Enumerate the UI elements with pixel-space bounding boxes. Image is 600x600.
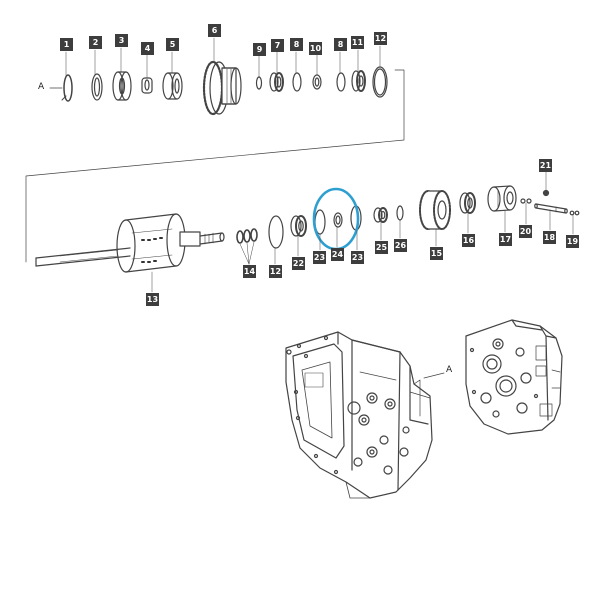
part-6-gear[interactable] — [204, 62, 241, 114]
callout-11[interactable]: 11 — [351, 36, 364, 49]
part-12-ring-middle[interactable] — [269, 216, 283, 248]
part-2-washer[interactable] — [92, 74, 102, 100]
callout-16[interactable]: 16 — [462, 234, 475, 247]
connector-line-housing — [424, 373, 444, 378]
part-9-ring[interactable] — [257, 77, 262, 89]
callout-8-top-left[interactable]: 8 — [290, 38, 303, 51]
connector-letter-housing: A — [446, 365, 453, 375]
connector-letter-top: A — [38, 82, 45, 92]
callout-3[interactable]: 3 — [115, 34, 128, 47]
callout-23-left[interactable]: 23 — [313, 251, 326, 264]
part-24-bushing[interactable] — [334, 213, 342, 227]
part-1-circlip[interactable] — [62, 75, 72, 101]
part-5-bearing[interactable] — [163, 73, 182, 99]
callout-24[interactable]: 24 — [331, 248, 344, 261]
part-8-circlip-b[interactable] — [337, 73, 345, 91]
callout-12-top[interactable]: 12 — [374, 32, 387, 45]
front-cover-plate[interactable] — [466, 320, 562, 434]
part-15-gear[interactable] — [420, 191, 450, 229]
part-16-bearing[interactable] — [460, 193, 475, 213]
part-22-bearing[interactable] — [291, 216, 306, 236]
callout-5[interactable]: 5 — [166, 38, 179, 51]
part-10-bushing[interactable] — [313, 75, 321, 89]
part-18-pin[interactable] — [535, 204, 567, 213]
part-19-rings[interactable] — [570, 211, 579, 215]
callout-12-middle[interactable]: 12 — [269, 265, 282, 278]
assembly-frame-line — [26, 70, 404, 262]
callout-18[interactable]: 18 — [543, 231, 556, 244]
part-3-bearing[interactable] — [113, 72, 131, 100]
part-11-bearing[interactable] — [352, 71, 365, 91]
callout-15[interactable]: 15 — [430, 247, 443, 260]
callout-4[interactable]: 4 — [141, 42, 154, 55]
callout-10[interactable]: 10 — [309, 42, 322, 55]
callout-2[interactable]: 2 — [89, 36, 102, 49]
part-17-coupling[interactable] — [488, 186, 516, 211]
callout-25[interactable]: 25 — [375, 241, 388, 254]
part-7-bearing[interactable] — [270, 73, 283, 91]
callout-13[interactable]: 13 — [146, 293, 159, 306]
callout-7[interactable]: 7 — [271, 39, 284, 52]
part-13-shaft-assembly[interactable] — [36, 214, 224, 272]
callout-20[interactable]: 20 — [519, 225, 532, 238]
callout-8-top-right[interactable]: 8 — [334, 38, 347, 51]
part-21-ball[interactable] — [544, 191, 549, 196]
leader-lines-top — [66, 38, 380, 78]
callout-1[interactable]: 1 — [60, 38, 73, 51]
callout-23-right[interactable]: 23 — [351, 251, 364, 264]
callout-19[interactable]: 19 — [566, 235, 579, 248]
part-12-ring-top[interactable] — [373, 67, 387, 97]
part-26-circlip[interactable] — [397, 206, 403, 220]
callout-14[interactable]: 14 — [243, 265, 256, 278]
part-8-circlip-a[interactable] — [293, 73, 301, 91]
callout-6[interactable]: 6 — [208, 24, 221, 37]
part-4-bushing[interactable] — [142, 78, 152, 93]
part-20-rings[interactable] — [521, 199, 531, 203]
part-14-seal-rings[interactable] — [237, 229, 257, 243]
callout-9[interactable]: 9 — [253, 43, 266, 56]
callout-21[interactable]: 21 — [539, 159, 552, 172]
callout-17[interactable]: 17 — [499, 233, 512, 246]
transmission-housing[interactable] — [286, 332, 432, 498]
callout-26[interactable]: 26 — [394, 239, 407, 252]
part-25-bearing[interactable] — [374, 208, 387, 222]
callout-22[interactable]: 22 — [292, 257, 305, 270]
leader-lines-middle — [152, 172, 573, 292]
